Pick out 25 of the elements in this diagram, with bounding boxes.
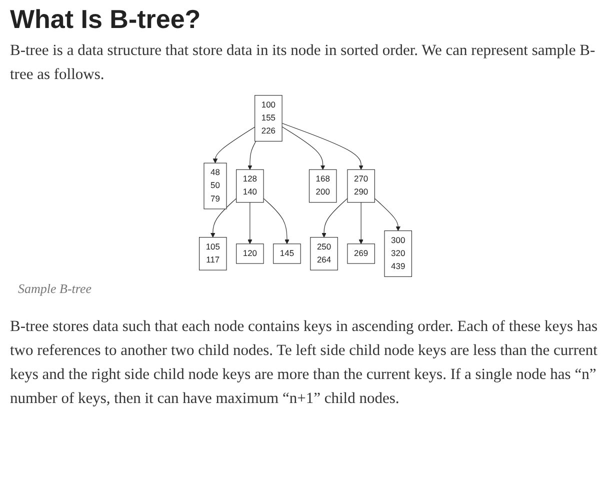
title: What Is B-tree? [10, 4, 202, 35]
arrow [248, 202, 252, 244]
arrow [374, 198, 400, 232]
arrow [263, 198, 290, 244]
node-box: 269 [347, 244, 375, 264]
arrow [248, 141, 256, 170]
arrow [210, 198, 237, 238]
body-paragraph: B-tree stores data such that each node contains keys in ascending order. Each of these keys has two references to another two child nodes. Te left side child node keys are less than the current keys and the right side child node keys are more than the current keys. If a single node has “n” number of keys, then it can have maximum “n+1” child nodes. [10, 317, 599, 410]
caption: Sample B-tree [18, 281, 93, 298]
arrow [322, 198, 348, 238]
arrow [282, 123, 364, 170]
node-box: 168 200 [308, 169, 337, 203]
node-box: 145 [273, 244, 301, 264]
node-box: 105 117 [199, 237, 227, 270]
arrow [358, 202, 364, 244]
intro-paragraph: B-tree is a data structure that store data in its node in sorted order. We can represent sample B-tree as follows. [10, 41, 596, 86]
node-box: 270 290 [347, 169, 375, 203]
node-box: 128 140 [236, 169, 264, 203]
node-box: 250 264 [310, 237, 338, 270]
arrow [212, 126, 256, 164]
node-box: 48 50 79 [204, 162, 227, 210]
node-box: 120 [236, 244, 264, 264]
node-box: 100 155 226 [254, 95, 282, 142]
arrow [282, 126, 326, 170]
node-box: 300 320 439 [384, 230, 412, 277]
